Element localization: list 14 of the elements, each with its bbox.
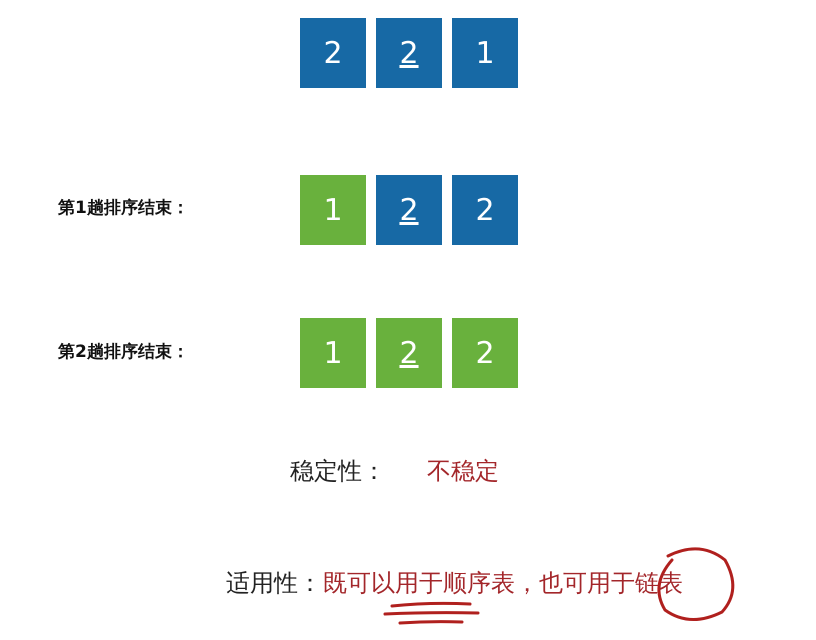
array-element-box: 2 — [376, 175, 442, 245]
property-label: 适用性： — [226, 568, 322, 599]
pass-result-label: 第1趟排序结束： — [58, 197, 189, 219]
array-element-box: 2 — [452, 175, 518, 245]
property-label: 稳定性： — [290, 456, 386, 487]
pass-result-label: 第2趟排序结束： — [58, 341, 189, 363]
array-element-box: 1 — [452, 18, 518, 88]
property-value: 不稳定 — [427, 456, 499, 487]
array-element-box: 2 — [452, 318, 518, 388]
array-element-box: 2 — [300, 18, 366, 88]
array-element-box: 2 — [376, 318, 442, 388]
array-element-box: 2 — [376, 18, 442, 88]
array-element-box: 1 — [300, 175, 366, 245]
array-element-box: 1 — [300, 318, 366, 388]
